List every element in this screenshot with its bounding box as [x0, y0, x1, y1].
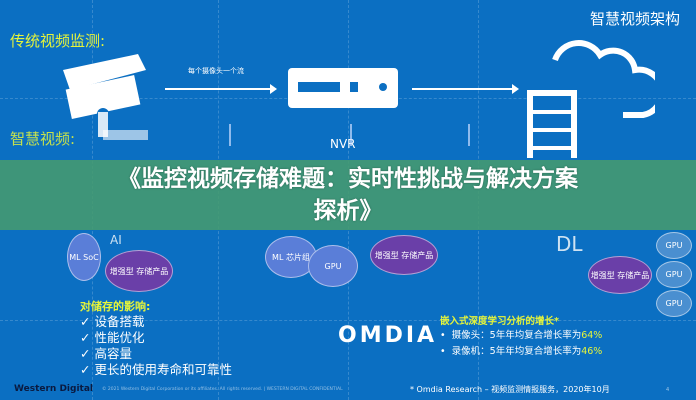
impact-item-label: 设备搭载: [94, 314, 145, 329]
storage-bubble: 增强型 存储产品: [588, 256, 652, 294]
gpu-bubble: GPU: [656, 261, 692, 288]
title-banner: 《监控视频存储难题：实时性挑战与解决方案 探析》: [0, 160, 696, 230]
source-note: * Omdia Research – 视频监测情报服务，2020年10月: [410, 385, 610, 394]
ml-soc-bubble: ML SoC: [67, 233, 101, 281]
down-arrow-icon: [350, 124, 352, 146]
ai-label: AI: [110, 233, 122, 247]
copyright: © 2021 Western Digital Corporation or it…: [102, 387, 343, 392]
check-icon: ✓: [80, 346, 91, 361]
impact-title: 对储存的影响:: [80, 300, 151, 313]
impact-item-label: 性能优化: [94, 330, 145, 345]
camera-icon: [63, 54, 148, 140]
arrow-nvr-to-cloud: [412, 84, 519, 94]
check-icon: ✓: [80, 362, 91, 377]
check-icon: ✓: [80, 330, 91, 345]
omdia-stats: • 摄像头：5年年均复合增长率为64% • 录像机：5年年均复合增长率为46%: [440, 328, 602, 360]
gpu-bubble: GPU: [656, 232, 692, 259]
omdia-row-label: 录像机：5年年均复合增长率为: [451, 346, 582, 357]
down-arrow-icon: [229, 124, 231, 146]
nvr-icon: [288, 68, 398, 108]
impact-item: ✓ 设备搭载: [80, 314, 232, 330]
impact-item-label: 更长的使用寿命和可靠性: [94, 362, 232, 377]
nvr-label: NVR: [330, 137, 356, 151]
down-arrow-icon: [468, 124, 470, 146]
omdia-row-label: 摄像头：5年年均复合增长率为: [451, 330, 582, 341]
impact-list: ✓ 设备搭载 ✓ 性能优化 ✓ 高容量 ✓ 更长的使用寿命和可靠性: [80, 314, 232, 378]
dl-label: DL: [556, 232, 583, 256]
omdia-row-value: 64%: [581, 330, 603, 341]
impact-item: ✓ 高容量: [80, 346, 232, 362]
omdia-row-value: 46%: [581, 346, 603, 357]
gpu-bubble: GPU: [656, 290, 692, 317]
omdia-logo: OMDIA: [338, 323, 438, 348]
arrow-camera-to-nvr: [165, 84, 277, 94]
stream-label: 每个摄像头一个流: [188, 67, 244, 75]
omdia-row: • 摄像头：5年年均复合增长率为64%: [440, 330, 603, 341]
storage-bubble: 增强型 存储产品: [105, 250, 173, 292]
smart-label: 智慧视频:: [10, 130, 76, 148]
impact-item: ✓ 性能优化: [80, 330, 232, 346]
banner-title-line2: 探析》: [313, 198, 383, 224]
omdia-row: • 录像机：5年年均复合增长率为46%: [440, 346, 603, 357]
check-icon: ✓: [80, 314, 91, 329]
storage-bubble: 增强型 存储产品: [370, 235, 438, 275]
slide-title: 智慧视频架构: [589, 10, 680, 28]
impact-item: ✓ 更长的使用寿命和可靠性: [80, 362, 232, 378]
gpu-bubble: GPU: [308, 245, 358, 287]
omdia-title: 嵌入式深度学习分析的增长*: [440, 316, 559, 327]
server-cloud-icon: [527, 40, 655, 158]
grid-line: [0, 320, 696, 321]
banner-title-line1: 《监控视频存储难题：实时性挑战与解决方案: [118, 166, 578, 192]
western-digital-logo: Western Digital: [14, 384, 93, 394]
page-number: 4: [666, 387, 670, 393]
traditional-label: 传统视频监测:: [10, 32, 106, 50]
impact-item-label: 高容量: [94, 346, 132, 361]
